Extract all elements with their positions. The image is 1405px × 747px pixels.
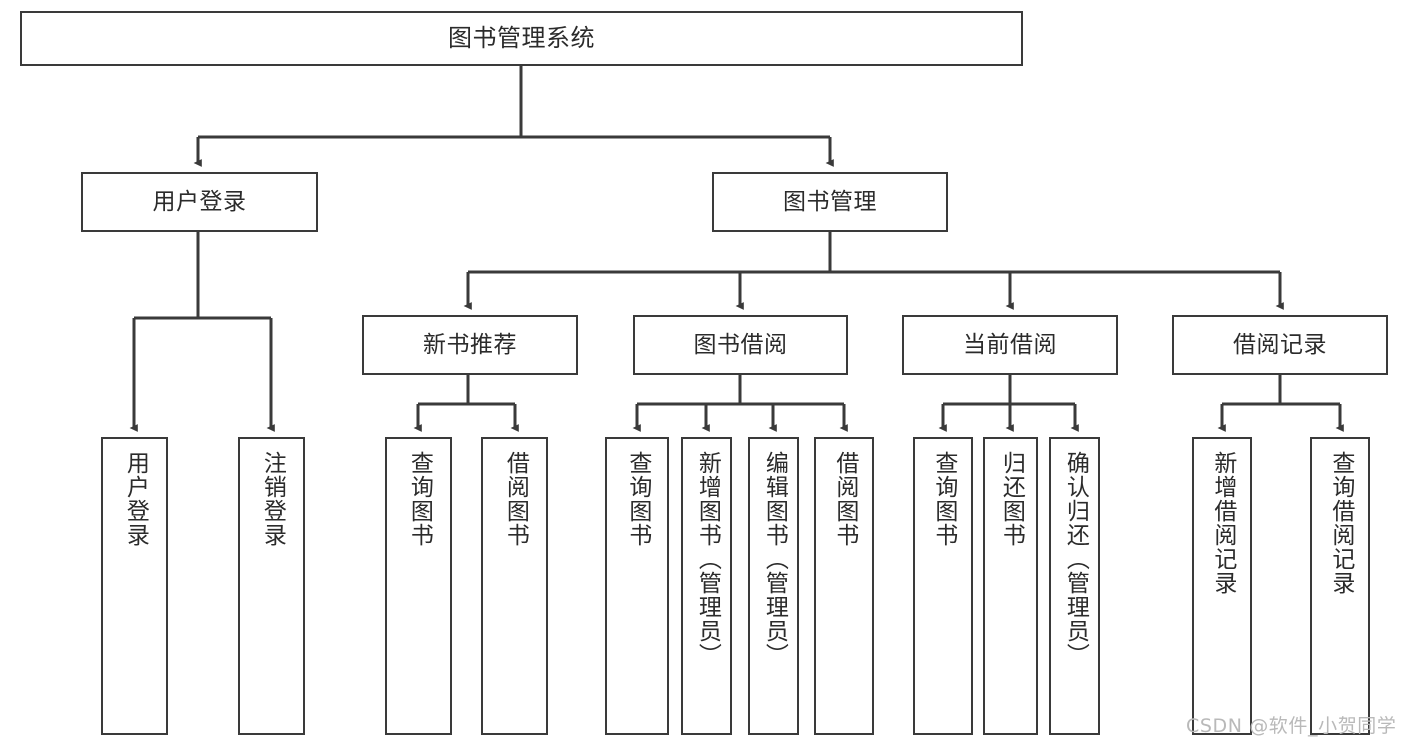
node-leaf-add-borrow-record-label: 新增借阅记录: [1209, 451, 1236, 595]
node-leaf-edit-book-admin-label: 编辑图书（管理员）: [761, 451, 788, 667]
node-user-login-label: 用户登录: [152, 188, 247, 215]
node-leaf-logout[interactable]: 注销登录: [238, 437, 305, 735]
node-new-book-recommendation[interactable]: 新书推荐: [362, 315, 578, 375]
node-leaf-logout-label: 注销登录: [259, 451, 286, 547]
node-leaf-query-books-borrow-label: 查询图书: [624, 451, 651, 547]
node-book-management-label: 图书管理: [783, 188, 877, 215]
node-leaf-edit-book-admin[interactable]: 编辑图书（管理员）: [748, 437, 799, 735]
node-leaf-query-books-current[interactable]: 查询图书: [913, 437, 973, 735]
node-leaf-borrow-books-label: 借阅图书: [831, 451, 858, 547]
watermark: CSDN @软件_小贺同学: [1186, 715, 1397, 737]
node-borrowing-record[interactable]: 借阅记录: [1172, 315, 1388, 375]
node-leaf-confirm-return-admin[interactable]: 确认归还（管理员）: [1049, 437, 1100, 735]
node-leaf-query-borrow-record-label: 查询借阅记录: [1327, 451, 1354, 595]
node-leaf-borrow-books[interactable]: 借阅图书: [814, 437, 874, 735]
node-leaf-confirm-return-admin-label: 确认归还（管理员）: [1062, 451, 1089, 667]
node-leaf-user-login[interactable]: 用户登录: [101, 437, 168, 735]
node-current-borrowing-label: 当前借阅: [963, 331, 1057, 358]
node-borrowing-record-label: 借阅记录: [1233, 331, 1327, 358]
node-leaf-query-borrow-record[interactable]: 查询借阅记录: [1310, 437, 1370, 735]
node-leaf-query-books-newrec[interactable]: 查询图书: [385, 437, 452, 735]
node-leaf-borrow-books-newrec[interactable]: 借阅图书: [481, 437, 548, 735]
node-leaf-query-books-borrow[interactable]: 查询图书: [605, 437, 669, 735]
node-root-label: 图书管理系统: [448, 23, 595, 52]
node-leaf-query-books-newrec-label: 查询图书: [406, 451, 433, 547]
node-leaf-add-book-admin-label: 新增图书（管理员）: [694, 451, 721, 667]
node-leaf-user-login-label: 用户登录: [122, 451, 149, 547]
node-leaf-return-books[interactable]: 归还图书: [983, 437, 1038, 735]
node-book-borrowing-label: 图书借阅: [693, 331, 788, 358]
node-leaf-return-books-label: 归还图书: [998, 451, 1025, 547]
node-book-borrowing[interactable]: 图书借阅: [633, 315, 848, 375]
node-leaf-add-borrow-record[interactable]: 新增借阅记录: [1192, 437, 1252, 735]
node-leaf-borrow-books-newrec-label: 借阅图书: [502, 451, 529, 547]
node-new-book-recommendation-label: 新书推荐: [423, 331, 517, 358]
node-leaf-add-book-admin[interactable]: 新增图书（管理员）: [681, 437, 732, 735]
node-leaf-query-books-current-label: 查询图书: [930, 451, 957, 547]
node-current-borrowing[interactable]: 当前借阅: [902, 315, 1118, 375]
node-user-login[interactable]: 用户登录: [81, 172, 318, 232]
node-root[interactable]: 图书管理系统: [20, 11, 1023, 66]
node-book-management[interactable]: 图书管理: [712, 172, 948, 232]
